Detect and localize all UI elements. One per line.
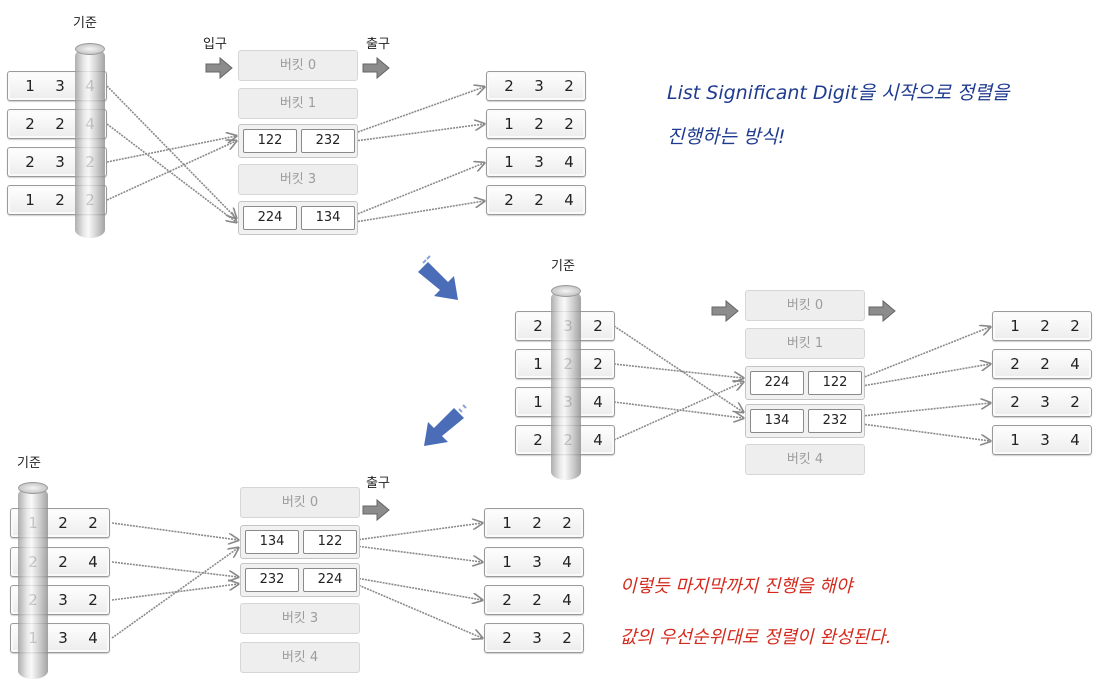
criterion-pillar-cap bbox=[18, 482, 48, 494]
bucket-2: 122 232 bbox=[238, 124, 358, 158]
bucket-1: 버킷 1 bbox=[745, 328, 865, 359]
bucket-1: 버킷 1 bbox=[238, 88, 358, 119]
bucket-item: 134 bbox=[750, 409, 804, 433]
bucket-0: 버킷 0 bbox=[745, 290, 865, 321]
criterion-label: 기준 bbox=[17, 456, 41, 471]
bucket-3: 버킷 3 bbox=[240, 603, 360, 634]
bucket-item: 224 bbox=[243, 206, 297, 230]
output-label: 출구 bbox=[366, 37, 390, 52]
flow-arrow-down-left-icon bbox=[424, 404, 467, 446]
red-note-line1: 이렇듯 마지막까지 진행을 해야 bbox=[620, 576, 853, 597]
criterion-pillar bbox=[551, 290, 581, 480]
stage2-output-row: 2 2 4 bbox=[992, 349, 1092, 379]
bucket-3: 134 232 bbox=[745, 404, 865, 438]
bucket-0: 버킷 0 bbox=[240, 487, 360, 518]
stage1-output-row: 1 3 4 bbox=[486, 147, 586, 177]
blue-note-line2: 진행하는 방식! bbox=[667, 126, 786, 148]
stage2-output-row: 1 2 2 bbox=[992, 311, 1092, 341]
criterion-pillar bbox=[18, 487, 48, 679]
flow-arrow-down-right-icon bbox=[418, 255, 458, 300]
bucket-2: 224 122 bbox=[745, 366, 865, 400]
stage1-output-row: 2 3 2 bbox=[486, 71, 586, 101]
bucket-item: 122 bbox=[243, 129, 297, 153]
bucket-item: 122 bbox=[808, 371, 862, 395]
bucket-item: 134 bbox=[301, 206, 355, 230]
bucket-item: 224 bbox=[303, 568, 357, 592]
bucket-item: 122 bbox=[303, 530, 357, 554]
bucket-4: 224 134 bbox=[238, 201, 358, 235]
stage3-output-row: 1 3 4 bbox=[484, 547, 584, 577]
criterion-pillar-cap bbox=[551, 285, 581, 297]
stage3-output-row: 2 2 4 bbox=[484, 585, 584, 615]
bucket-0: 버킷 0 bbox=[238, 50, 358, 81]
bucket-item: 224 bbox=[750, 371, 804, 395]
bucket-item: 232 bbox=[245, 568, 299, 592]
blue-note-line1: List Significant Digit을 시작으로 정렬을 bbox=[667, 82, 1010, 104]
criterion-label: 기준 bbox=[73, 16, 97, 31]
bucket-2: 232 224 bbox=[240, 563, 360, 597]
criterion-pillar-cap bbox=[75, 43, 105, 55]
bucket-item: 232 bbox=[301, 129, 355, 153]
bucket-item: 232 bbox=[808, 409, 862, 433]
output-label: 출구 bbox=[366, 476, 390, 491]
stage1-output-row: 2 2 4 bbox=[486, 185, 586, 215]
criterion-label: 기준 bbox=[551, 259, 575, 274]
bucket-4: 버킷 4 bbox=[745, 444, 865, 475]
bucket-4: 버킷 4 bbox=[240, 642, 360, 673]
red-note-line2: 값의 우선순위대로 정렬이 완성된다. bbox=[620, 627, 892, 648]
stage2-output-row: 1 3 4 bbox=[992, 425, 1092, 455]
bucket-3: 버킷 3 bbox=[238, 164, 358, 195]
stage2-output-row: 2 3 2 bbox=[992, 387, 1092, 417]
stage3-output-row: 1 2 2 bbox=[484, 508, 584, 538]
criterion-pillar bbox=[75, 48, 105, 238]
stage3-output-row: 2 3 2 bbox=[484, 623, 584, 653]
stage1-output-row: 1 2 2 bbox=[486, 109, 586, 139]
bucket-item: 134 bbox=[245, 530, 299, 554]
input-label: 입구 bbox=[203, 37, 227, 52]
bucket-1: 134 122 bbox=[240, 525, 360, 559]
